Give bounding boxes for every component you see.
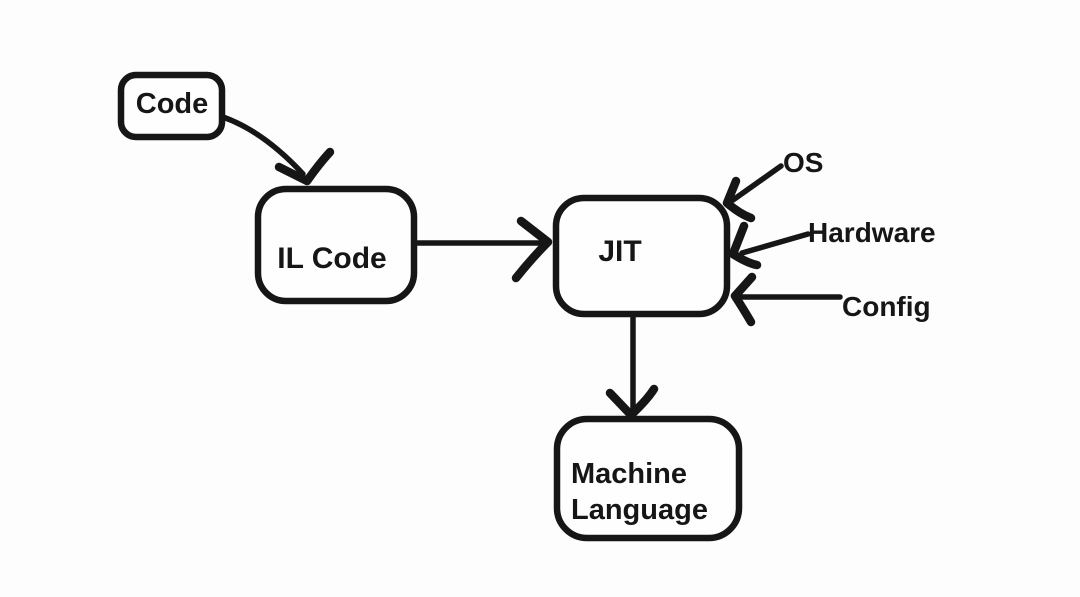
arrow-shaft xyxy=(730,163,784,203)
edge-config-to-jit xyxy=(730,272,843,327)
arrow-shaft xyxy=(220,114,306,177)
node-jit-box xyxy=(552,194,731,318)
node-il-code-box xyxy=(254,185,418,305)
node-code-label: Code xyxy=(136,88,209,120)
node-jit-label: JIT xyxy=(598,235,641,268)
input-config-label: Config xyxy=(842,291,931,322)
node-code: Code xyxy=(117,71,226,141)
arrowhead-icon xyxy=(730,272,757,327)
edge-hardware-to-jit xyxy=(728,221,811,270)
edge-os-to-jit xyxy=(722,163,784,223)
node-il-code-label: IL Code xyxy=(277,242,386,275)
arrowhead-icon xyxy=(605,384,659,420)
edge-code-to-il-code xyxy=(220,114,335,186)
arrow-shaft xyxy=(739,231,811,256)
arrowhead-icon xyxy=(274,147,335,186)
edge-il-code-to-jit xyxy=(413,216,553,283)
node-machine-language-label-line1: Machine xyxy=(571,458,687,490)
arrowhead-icon xyxy=(511,216,553,283)
node-jit: JIT xyxy=(552,194,731,318)
node-code-box xyxy=(117,71,226,141)
arrowhead-icon xyxy=(728,221,762,270)
arrowhead-icon xyxy=(722,176,756,223)
input-hardware-label: Hardware xyxy=(808,217,936,248)
node-machine-language-box xyxy=(553,415,743,542)
input-os-label: OS xyxy=(783,147,823,178)
node-machine-language-label-line2: Language xyxy=(571,494,708,526)
node-il-code: IL Code xyxy=(254,185,418,305)
edge-jit-to-machine-language xyxy=(605,312,659,420)
node-machine-language: Machine Language xyxy=(553,415,743,542)
